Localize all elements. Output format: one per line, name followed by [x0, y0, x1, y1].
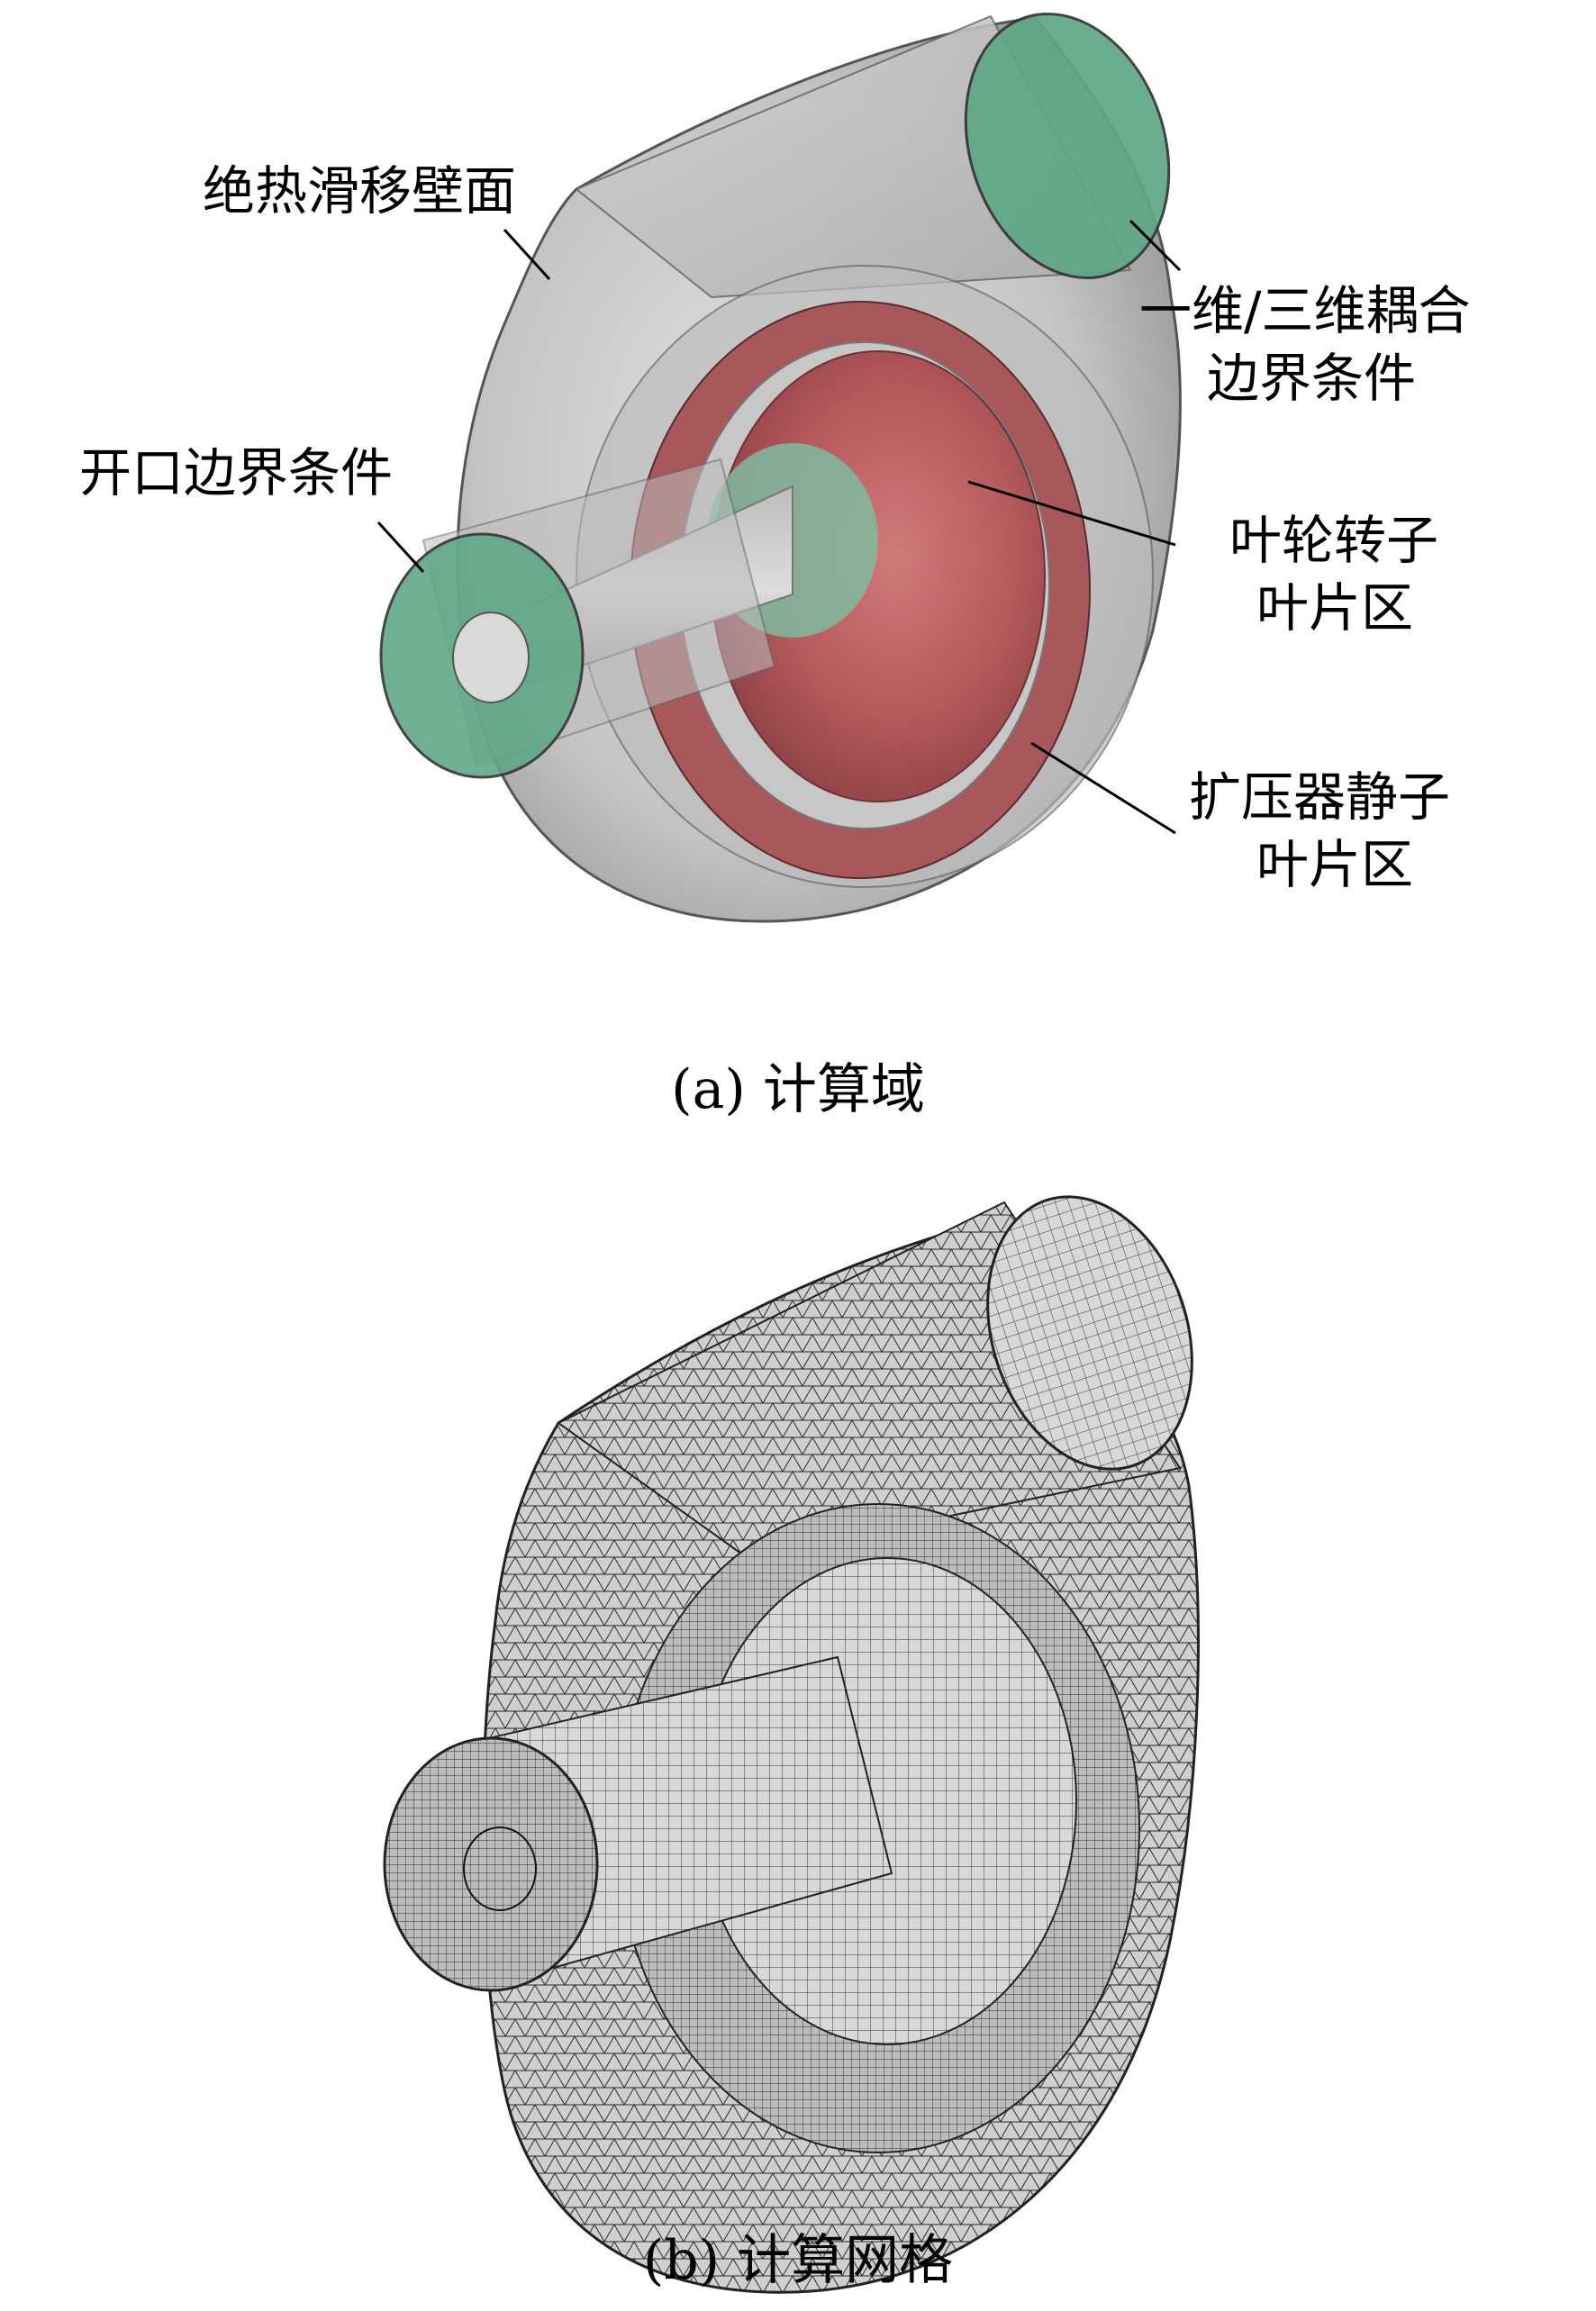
caption-b: (b) 计算网格: [643, 2229, 953, 2292]
panel-a-computational-domain: 绝热滑移壁面 一维/三维耦合 边界条件 开口边界条件 叶轮转子 叶片区 扩压器静…: [79, 12, 1471, 1121]
label-diffuser-line2: 叶片区: [1256, 834, 1413, 895]
caption-a: (a) 计算域: [671, 1058, 925, 1121]
leader-impeller: [967, 480, 1176, 547]
leader-wall: [503, 228, 551, 281]
label-inlet-opening: 开口边界条件: [79, 442, 393, 503]
leader-outlet: [1129, 219, 1182, 272]
label-impeller-line1: 叶轮转子: [1229, 510, 1438, 571]
label-impeller-line2: 叶片区: [1256, 577, 1413, 639]
leader-inlet: [376, 521, 425, 574]
outlet-boundary-face: [964, 12, 1171, 280]
label-outlet-coupling-line1: 一维/三维耦合: [1139, 280, 1471, 341]
inlet-hub-hole: [452, 612, 530, 703]
mesh-inlet-hub: [463, 1826, 537, 1911]
label-diffuser-line1: 扩压器静子: [1189, 766, 1450, 828]
label-outlet-coupling-line2: 边界条件: [1207, 348, 1416, 409]
mesh-outlet-face: [986, 1195, 1193, 1471]
leader-diffuser: [1030, 741, 1176, 835]
label-adiabatic-slip-wall: 绝热滑移壁面: [203, 160, 516, 222]
panel-b-computational-mesh: (b) 计算网格: [383, 1195, 1200, 2294]
